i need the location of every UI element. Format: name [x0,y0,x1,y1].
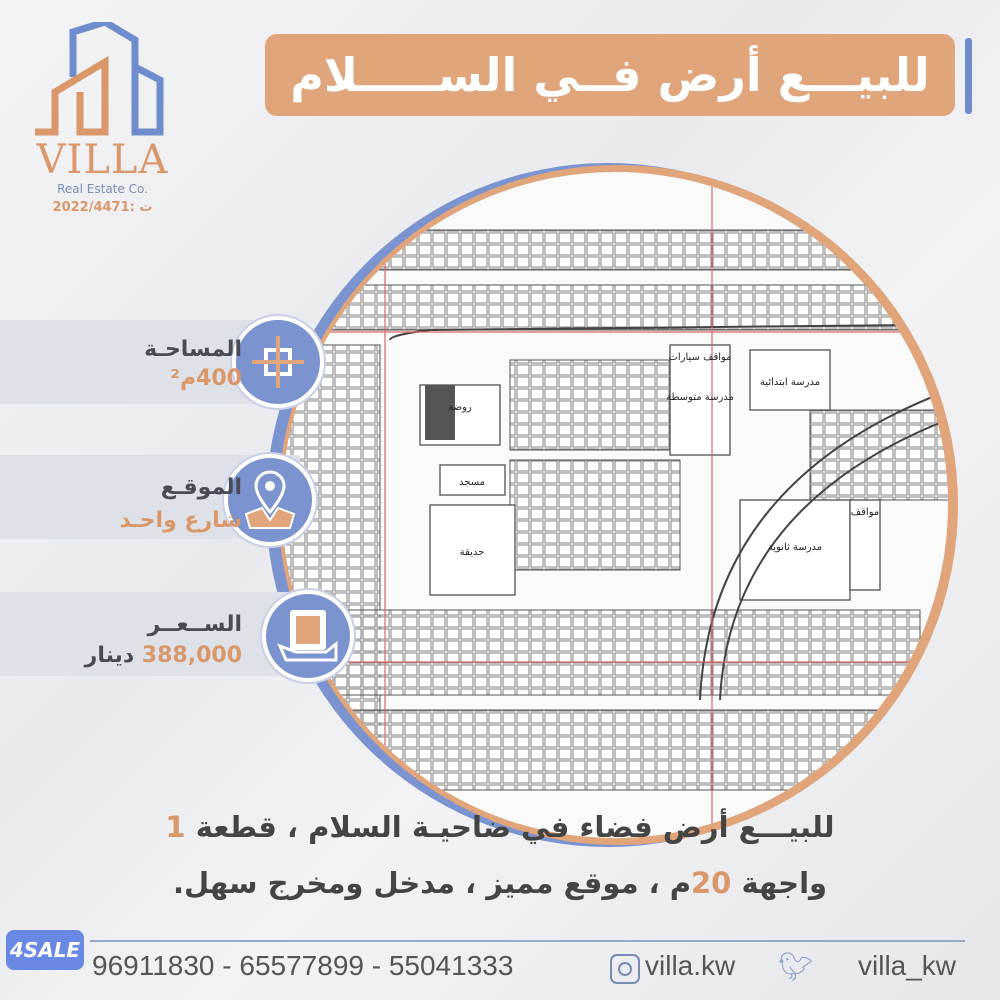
license-number: ت :2022/4471 [52,200,153,215]
plot-number: 1 [165,810,186,844]
price-value: 388,000 دينار [85,643,242,668]
instagram-icon [610,954,640,984]
map-label: حديقة [460,547,485,558]
location-value: شارع واحـد [119,508,242,533]
map-label: مسجد [459,477,485,488]
area-label: المساحـة [144,337,242,362]
price-unit: دينار [84,643,135,668]
map-label: مدرسة ابتدائية [760,377,820,388]
description-text: للبيـــع أرض فضاء في ضاحيـة السلام ، قطع… [185,810,835,844]
description-text: م ، موقع مميز ، مدخل ومخرج سهل. [172,866,691,900]
page-title: للبيـــع أرض فــي الســـــلام [290,48,930,102]
description-text: واجهة [731,866,828,900]
area-value: 400م² [170,366,242,391]
map-pin-icon [224,454,316,546]
info-band-price [0,592,300,676]
title-banner: للبيـــع أرض فــي الســـــلام [265,34,955,116]
price-label: الســعــر [147,612,242,637]
phone-numbers: 96911830 - 65577899 - 55041333 [92,950,514,981]
location-label: الموقـع [160,475,242,500]
watermark-4sale: 4SALE [6,930,84,970]
brand-tagline: Real Estate Co. [57,182,148,196]
frontage-number: 20 [691,866,732,900]
money-hand-icon [262,590,354,682]
map-label: مواقف [851,507,879,518]
footer-divider [90,940,965,942]
description-line-2: واجهة 20م ، موقع مميز ، مدخل ومخرج سهل. [40,866,960,900]
map-label: مدرسة ثانوية [768,542,822,553]
area-arrows-icon [232,316,324,408]
instagram-handle: villa.kw [645,950,736,981]
brand-name: VILLA [36,137,169,183]
map-label: روضة [448,402,472,413]
map-label: مدرسة متوسطة [666,392,734,403]
plot-map: روضة مسجد حديقة مدرسة ثانوية مدرسة متوسط… [266,163,958,847]
banner-accent [965,38,972,114]
map-label: مواقف سيارات [668,352,731,363]
twitter-icon: 🐦︎ [778,950,814,983]
price-number: 388,000 [141,643,242,668]
twitter-handle: villa_kw [858,950,957,981]
villa-logo [35,22,164,136]
block-1-marker [425,385,455,440]
description-line-1: للبيـــع أرض فضاء في ضاحيـة السلام ، قطع… [40,810,960,844]
